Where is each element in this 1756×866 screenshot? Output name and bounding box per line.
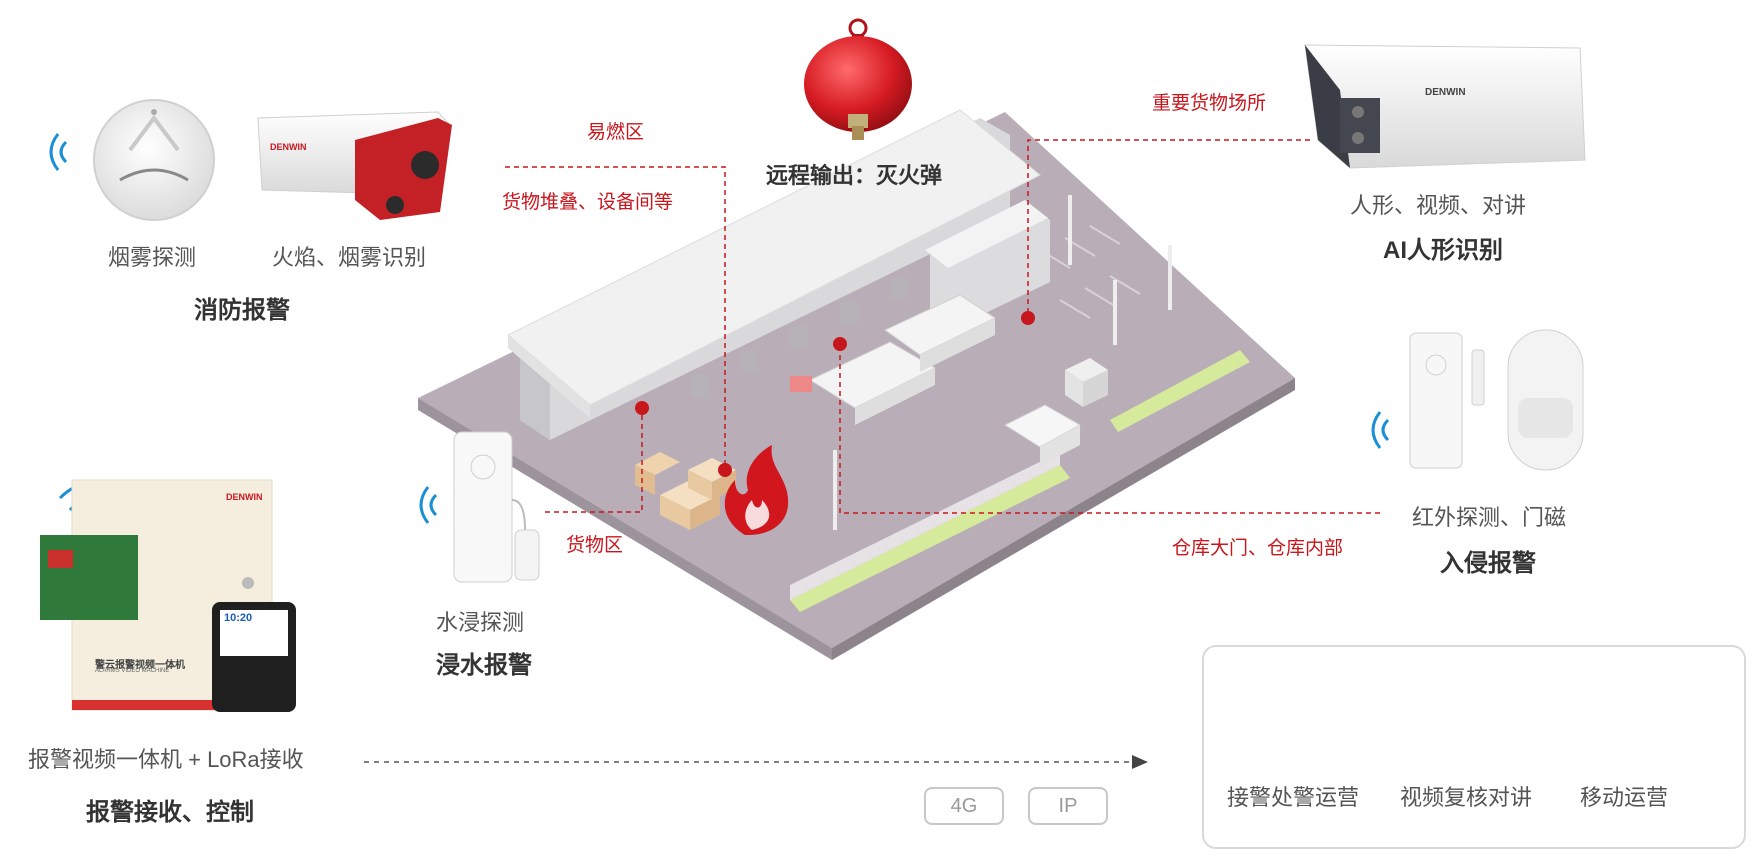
fire-alarm-heading: 消防报警 — [194, 297, 290, 324]
svg-text:DENWIN: DENWIN — [270, 142, 307, 152]
trailer-trucks — [790, 294, 1082, 466]
intrusion-heading: 入侵报警 — [1440, 550, 1536, 577]
callout-line-cargo — [545, 408, 643, 513]
zone-cargo-label: 货物区 — [566, 535, 624, 556]
badge-ip: IP — [1028, 787, 1108, 825]
water-sensor-icon — [453, 431, 540, 583]
operation-item-label: 接警处警运营 — [1227, 785, 1360, 810]
pir-sensor-icon — [1507, 329, 1584, 471]
door-magnet-icon — [1409, 332, 1485, 469]
keypad-time: 10:20 — [224, 612, 253, 624]
operation-item-label: 移动运营 — [1580, 785, 1669, 810]
operations-panel — [1202, 645, 1746, 849]
zone-gates-label: 仓库大门、仓库内部 — [1172, 538, 1344, 559]
receiver-panel-subtitle: ALARMS VIDEO MACHINE — [95, 668, 170, 674]
callout-line-important — [1027, 139, 1310, 318]
smoke-detector-icon — [93, 99, 215, 221]
alarm-receiver-icon: DENWIN — [40, 479, 296, 712]
zone-important-label: 重要货物场所 — [1152, 93, 1267, 114]
svg-text:DENWIN: DENWIN — [1425, 87, 1466, 98]
smoke-detector-label: 烟雾探测 — [108, 245, 197, 270]
operation-item-label: 视频复核对讲 — [1400, 785, 1533, 810]
intrusion-sub-label: 红外探测、门磁 — [1412, 505, 1567, 530]
zone-flammable-label: 易燃区 — [587, 122, 645, 143]
fire-icon — [724, 445, 789, 536]
fire-extinguisher-ball-icon — [804, 18, 912, 140]
ai-sub-label: 人形、视频、对讲 — [1350, 193, 1527, 218]
zone-stacking-label: 货物堆叠、设备间等 — [502, 192, 674, 213]
flood-sub-label: 水浸探测 — [436, 610, 525, 635]
flood-heading: 浸水报警 — [436, 652, 532, 679]
callout-line-gates — [839, 344, 1380, 514]
signal-arrow-head — [1132, 755, 1148, 769]
callout-dot — [635, 401, 649, 415]
svg-text:DENWIN: DENWIN — [226, 492, 263, 502]
callout-dot — [833, 337, 847, 351]
receiver-label: 报警视频一体机 + LoRa接收 — [28, 747, 304, 772]
ai-camera-icon: DENWIN — [1304, 44, 1586, 169]
callout-dot — [718, 463, 732, 477]
receiver-panel-title: 警云报警视频一体机 — [95, 660, 185, 671]
flame-camera-label: 火焰、烟雾识别 — [272, 245, 427, 270]
callout-dot — [1021, 311, 1035, 325]
warehouse-roof — [507, 109, 1041, 406]
callout-line-flammable — [505, 166, 726, 470]
receiver-heading: 报警接收、控制 — [86, 799, 254, 826]
extinguisher-label: 远程输出：灭火弹 — [766, 163, 943, 188]
grass-strip — [790, 465, 1070, 612]
flame-camera-icon: DENWIN — [257, 111, 452, 220]
ai-heading: AI人形识别 — [1383, 237, 1503, 264]
badge-4g: 4G — [924, 787, 1004, 825]
